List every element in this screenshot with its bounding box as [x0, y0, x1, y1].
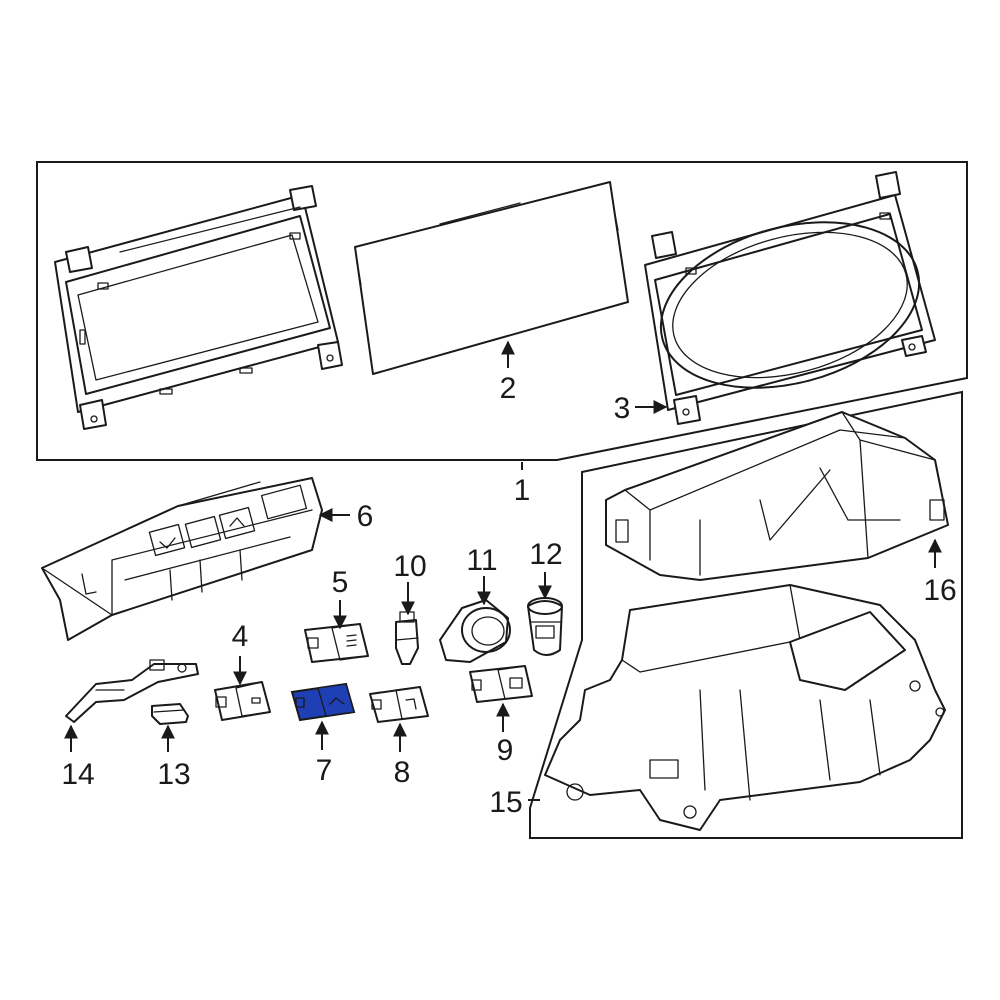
callout-12: 12	[529, 538, 562, 571]
callout-9: 9	[497, 734, 514, 767]
callout-15: 15	[489, 786, 522, 819]
callout-3: 3	[614, 392, 631, 425]
knob-12[interactable]	[527, 597, 563, 656]
callout-14: 14	[61, 758, 94, 791]
callout-16: 16	[923, 574, 956, 607]
console-base[interactable]	[544, 584, 946, 831]
leader-lines	[64, 340, 942, 801]
switch-9[interactable]	[469, 665, 533, 703]
callout-7: 7	[316, 754, 333, 787]
callout-13: 13	[157, 758, 190, 791]
callout-6: 6	[357, 500, 374, 533]
cluster-frame-right[interactable]	[642, 171, 937, 425]
switch-7-highlighted[interactable]	[290, 682, 356, 722]
cluster-group-frame	[36, 161, 968, 461]
callout-4: 4	[232, 620, 249, 653]
callout-labels: 1 2 3 4 5 6 7 8 9 10 11 12 13 14 15 16	[61, 372, 956, 819]
lever-14[interactable]	[65, 659, 199, 723]
callout-11: 11	[466, 544, 497, 577]
console-group-frame	[529, 390, 963, 839]
bulb-socket-10[interactable]	[395, 611, 419, 665]
callout-8: 8	[394, 756, 411, 789]
start-button-11[interactable]	[439, 599, 511, 663]
callout-10: 10	[393, 550, 426, 583]
switch-8[interactable]	[369, 686, 429, 723]
callout-2: 2	[500, 372, 517, 405]
cluster-housing-left[interactable]	[54, 185, 343, 430]
console-upper-cover[interactable]	[605, 411, 949, 581]
switch-4[interactable]	[214, 681, 271, 721]
display-panel[interactable]	[354, 181, 629, 375]
callout-5: 5	[332, 566, 349, 599]
switch-panel[interactable]	[41, 477, 323, 641]
callout-1: 1	[514, 474, 531, 507]
switch-5[interactable]	[304, 623, 369, 663]
clip-13[interactable]	[151, 703, 189, 725]
